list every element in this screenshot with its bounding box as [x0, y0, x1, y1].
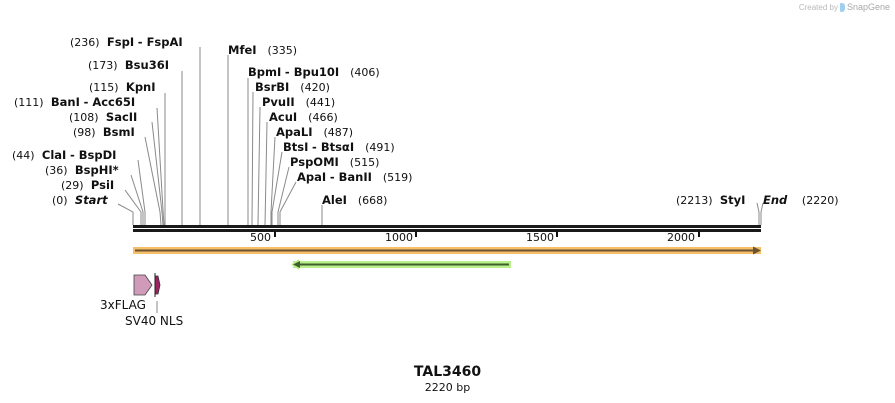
- site-label-styi[interactable]: (2213) StyI: [676, 193, 746, 207]
- site-label-bsrbi[interactable]: BsrBI (420): [255, 80, 330, 94]
- connector-end: [760, 202, 764, 225]
- site-label-fspi[interactable]: (236) FspI - FspAI: [70, 35, 183, 49]
- connector-bsmi: [144, 136, 162, 226]
- site-label-start: (0) Start: [52, 193, 108, 207]
- enzyme-name: KpnI: [125, 80, 156, 94]
- enzyme-name: BanII: [338, 170, 372, 184]
- connector-bsphi: [130, 174, 144, 225]
- backbone-top-strand: [133, 225, 761, 228]
- enzyme-name: PvuII: [262, 95, 295, 109]
- feature-sv40-nls[interactable]: [154, 273, 161, 297]
- end-marker: End: [763, 193, 788, 207]
- enzyme-name: MfeI: [228, 43, 257, 57]
- site-label-alei[interactable]: AleI (668): [322, 193, 388, 207]
- site-label-bani[interactable]: (111) BanI - Acc65I: [14, 95, 136, 109]
- connector-apali: [270, 136, 276, 225]
- site-connectors: [117, 47, 764, 226]
- site-label-apali[interactable]: ApaLI (487): [276, 125, 354, 139]
- map-title: TAL3460: [413, 364, 482, 380]
- credit-prefix: Created by: [798, 2, 838, 12]
- backbone-bottom-strand: [133, 229, 761, 232]
- site-label-psii[interactable]: (29) PsiI: [61, 178, 115, 192]
- site-label-end: End (2220): [763, 193, 839, 207]
- enzyme-name: AleI: [322, 193, 347, 207]
- enzyme-name: BspHI: [74, 163, 113, 177]
- connector-acui: [264, 121, 268, 226]
- orf-forward-arrow[interactable]: [133, 246, 761, 255]
- map-length: 2220 bp: [424, 381, 471, 394]
- connector-bani: [156, 107, 165, 226]
- tick-label-1500: 1500: [526, 231, 554, 244]
- enzyme-name: SacII: [105, 110, 138, 124]
- enzyme-name: PspOMI: [290, 155, 339, 169]
- enzyme-name: BtsI: [283, 140, 309, 154]
- enzyme-name: BpmI: [248, 65, 282, 79]
- site-label-btsi[interactable]: BtsI - BtsαI (491): [283, 140, 395, 154]
- enzyme-name: BtsαI: [320, 140, 355, 154]
- site-label-kpni[interactable]: (115) KpnI: [89, 80, 156, 94]
- feature-label-3xflag[interactable]: 3xFLAG: [100, 298, 146, 312]
- connector-psii: [124, 189, 142, 225]
- credit-brand: SnapGene: [846, 2, 890, 12]
- tick-label-1000: 1000: [385, 231, 413, 244]
- enzyme-name: BsrBI: [255, 80, 290, 94]
- site-label-pspomi[interactable]: PspOMI (515): [290, 155, 380, 169]
- site-label-mfei[interactable]: MfeI (335): [228, 43, 298, 57]
- enzyme-name: ApaI: [297, 170, 327, 184]
- site-label-pvuii[interactable]: PvuII (441): [262, 95, 336, 109]
- site-label-bsmi[interactable]: (98) BsmI: [73, 125, 135, 139]
- connector-bsrbi: [251, 91, 254, 226]
- enzyme-name: StyI: [719, 193, 746, 207]
- enzyme-name: Acc65I: [92, 95, 136, 109]
- connector-apai: [279, 181, 297, 225]
- orf-reverse-arrow[interactable]: [291, 259, 511, 270]
- site-label-bsu36i[interactable]: (173) Bsu36I: [88, 58, 169, 72]
- connector-start: [117, 203, 134, 225]
- methylation-asterisk: *: [112, 163, 119, 177]
- site-label-bpmi[interactable]: BpmI - Bpu10I (406): [248, 65, 380, 79]
- site-label-clai[interactable]: (44) ClaI - BspDI: [12, 148, 117, 162]
- tick-label-500: 500: [250, 231, 271, 244]
- enzyme-name: FspAI: [146, 35, 183, 49]
- tick-label-2000: 2000: [667, 231, 695, 244]
- site-label-acui[interactable]: AcuI (466): [269, 110, 338, 124]
- enzyme-name: BsmI: [102, 125, 135, 139]
- feature-3xflag[interactable]: [133, 274, 153, 296]
- connector-psp: [277, 166, 290, 225]
- enzyme-name: PsiI: [90, 178, 115, 192]
- connector-btsi: [271, 151, 283, 225]
- snapgene-logo-icon: [839, 2, 845, 12]
- enzyme-name: ClaI: [41, 148, 67, 162]
- connector-pvuii: [257, 106, 261, 226]
- enzyme-name: FspI: [106, 35, 135, 49]
- ruler-ticks: [274, 231, 700, 237]
- enzyme-name: BspDI: [78, 148, 117, 162]
- enzyme-name: Bsu36I: [124, 58, 169, 72]
- site-label-apai[interactable]: ApaI - BanII (519): [297, 170, 413, 184]
- enzyme-name: AcuI: [269, 110, 298, 124]
- enzyme-name: BanI: [50, 95, 80, 109]
- site-label-bsphi[interactable]: (36) BspHI*: [45, 163, 119, 177]
- site-label-sacii[interactable]: (108) SacII: [69, 110, 138, 124]
- connector-clai: [137, 159, 146, 225]
- connector-sacii: [151, 121, 164, 226]
- connector-styi: [756, 202, 760, 225]
- start-marker: Start: [74, 193, 108, 207]
- enzyme-name: Bpu10I: [293, 65, 340, 79]
- snapgene-credit: Created by SnapGene: [799, 2, 890, 12]
- feature-label-sv40-nls[interactable]: SV40 NLS: [125, 314, 184, 328]
- enzyme-name: ApaLI: [276, 125, 313, 139]
